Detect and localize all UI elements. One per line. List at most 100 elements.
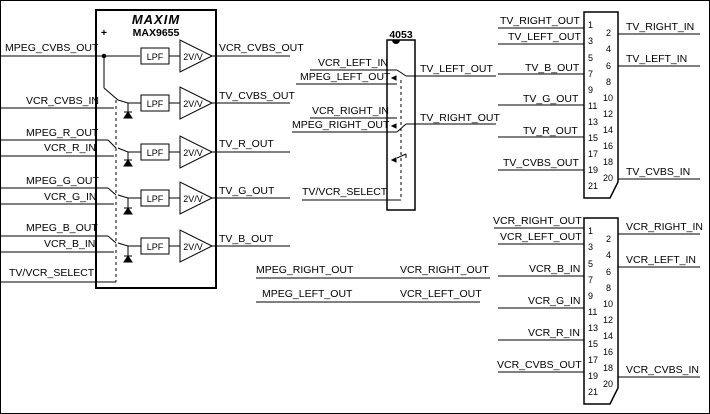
label-tv-right-out-scart: TV_RIGHT_OUT [500,15,581,27]
pin-8: 8 [606,77,611,87]
switch-row-r [0,140,141,166]
scart-vcr-pin-numbers: 1 3 5 7 9 11 13 15 17 19 21 2 4 6 8 10 1… [588,226,613,397]
label-mpeg-left-out: MPEG_LEFT_OUT [300,71,391,83]
label-vcr-right-out-scart: VCR_RIGHT_OUT [493,215,582,227]
label-vcr-left-out-scart: VCR_LEFT_OUT [500,231,582,243]
label-mpeg-cvbs-out: MPEG_CVBS_OUT [5,42,99,54]
label-direct-mpeg-right: MPEG_RIGHT_OUT [256,264,354,276]
pin-5: 5 [588,259,593,269]
pin-11: 11 [588,307,597,317]
lpf-amp-row-1: LPF 2V/V [141,40,290,72]
pin-10: 10 [603,299,613,309]
pin-6: 6 [606,267,611,277]
lpf-label: LPF [147,52,164,62]
pin-15: 15 [588,133,598,143]
lpf-amp-row-3: LPF 2V/V [141,136,290,168]
lpf-label: LPF [147,99,164,109]
gain-label: 2V/V [183,99,203,109]
pin-5: 5 [588,53,593,63]
lpf-label: LPF [147,148,164,158]
switch-row-b [0,236,141,262]
lpf-label: LPF [147,194,164,204]
pin-21: 21 [588,387,598,397]
label-direct-vcr-left: VCR_LEFT_OUT [400,288,482,300]
label-vcr-b-in-scart: VCR_B_IN [529,263,580,275]
pin-7: 7 [588,69,593,79]
pin-19: 19 [588,165,598,175]
pin1-notch [392,40,400,44]
pin-14: 14 [603,331,613,341]
label-tv-left-in: TV_LEFT_IN [626,53,687,65]
pin-3: 3 [588,36,593,46]
pin-18: 18 [603,157,613,167]
pin-13: 13 [588,323,598,333]
pin-9: 9 [588,85,593,95]
lpf-amp-row-5: LPF 2V/V [141,230,290,262]
label-mux-select: TV/VCR_SELECT [302,186,388,198]
label-tv-vcr-select: TV/VCR_SELECT [9,267,95,279]
wire-cvbs-branch-diag [104,88,118,100]
label-direct-vcr-right: VCR_RIGHT_OUT [400,264,489,276]
pin-16: 16 [603,347,613,357]
pin-10: 10 [603,93,613,103]
pin-13: 13 [588,117,598,127]
pin-16: 16 [603,141,613,151]
label-vcr-left-in: VCR_LEFT_IN [318,57,388,69]
label-mpeg-b-out: MPEG_B_OUT [26,222,98,234]
pin-14: 14 [603,125,613,135]
label-vcr-right-in: VCR_RIGHT_IN [626,221,703,233]
label-vcr-cvbs-in: VCR_CVBS_IN [26,95,99,107]
lpf-label: LPF [147,242,164,252]
pin-12: 12 [603,109,613,119]
pin-1: 1 [588,226,593,236]
gain-label: 2V/V [183,194,203,204]
label-mpeg-r-out: MPEG_R_OUT [26,127,99,139]
pin-6: 6 [606,61,611,71]
pin-9: 9 [588,291,593,301]
pin-21: 21 [588,181,598,191]
label-vcr-g-in: VCR_G_IN [44,191,97,203]
label-tv-b-out: TV_B_OUT [219,233,274,245]
label-vcr-cvbs-out: VCR_CVBS_OUT [219,42,304,54]
label-vcr-r-in-scart: VCR_R_IN [528,327,580,339]
label-mpeg-g-out: MPEG_G_OUT [26,175,100,187]
pin-2: 2 [606,28,611,38]
label-tv-cvbs-in: TV_CVBS_IN [626,166,690,178]
pin-17: 17 [588,149,598,159]
direct-audio-lines: MPEG_RIGHT_OUT VCR_RIGHT_OUT MPEG_LEFT_O… [256,264,490,302]
pin-2: 2 [606,234,611,244]
scart-vcr-connector: VCR_RIGHT_OUT VCR_LEFT_OUT VCR_B_IN VCR_… [493,215,703,404]
label-tv-right-out: TV_RIGHT_OUT [420,112,501,124]
gain-label: 2V/V [183,52,203,62]
label-tv-cvbs-out-scart: TV_CVBS_OUT [503,157,579,169]
switch-row-g [0,188,141,214]
label-tv-g-out-scart: TV_G_OUT [523,93,579,105]
scart-tv-pin-numbers: 1 3 5 7 9 11 13 15 17 19 21 2 4 6 8 10 1… [588,20,613,191]
label-vcr-cvbs-in: VCR_CVBS_IN [626,364,699,376]
pin-19: 19 [588,371,598,381]
pin-1: 1 [588,20,593,30]
label-mpeg-right-out: MPEG_RIGHT_OUT [292,119,390,131]
pin-4: 4 [606,250,611,260]
scart-tv-body [584,12,618,198]
label-vcr-b-in: VCR_B_IN [44,238,95,250]
label-tv-left-out: TV_LEFT_OUT [420,63,494,75]
pin-18: 18 [603,363,613,373]
plus-sign: + [101,27,107,39]
mux-body [387,40,415,210]
gain-label: 2V/V [183,148,203,158]
pin-8: 8 [606,283,611,293]
switch-row-cvbs [0,100,141,118]
pin-7: 7 [588,275,593,285]
label-tv-left-out-scart: TV_LEFT_OUT [508,31,582,43]
pin-20: 20 [603,173,613,183]
label-tv-g-out: TV_G_OUT [219,185,275,197]
scart-vcr-body [584,218,618,404]
max9655-chip: MAXIM MAX9655 + LPF 2V/V LPF 2V/V LPF [0,10,304,288]
label-tv-r-out-scart: TV_R_OUT [523,125,578,137]
max9655-body [96,10,216,288]
label-vcr-g-in-scart: VCR_G_IN [528,295,581,307]
pin-11: 11 [588,101,597,111]
label-tv-right-in: TV_RIGHT_IN [626,21,694,33]
